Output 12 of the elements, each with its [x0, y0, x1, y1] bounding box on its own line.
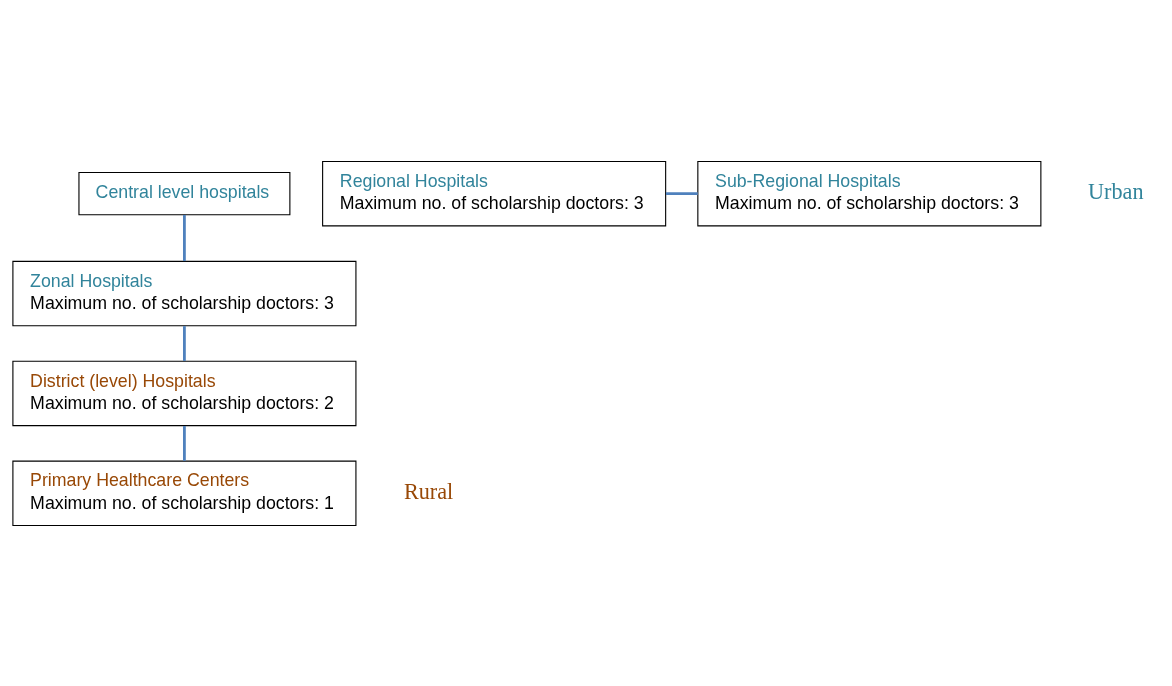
- label: Urban: [1088, 178, 1144, 204]
- node-box: Sub-Regional Hospitals Maximum no. of scholarship doctors: 3: [697, 160, 1042, 226]
- connector: [666, 191, 698, 195]
- connector: [183, 425, 186, 461]
- label: Rural: [403, 478, 454, 504]
- node-box: Regional Hospitals Maximum no. of scholarship doctors: 3: [322, 160, 667, 226]
- node-box: District (level) Hospitals Maximum no. of scholarship doctors: 2: [12, 360, 357, 426]
- node-box: Primary Healthcare Centers Maximum no. of scholarship doctors: 1: [12, 460, 357, 526]
- node-box: Zonal Hospitals Maximum no. of scholarship doctors: 3: [12, 260, 357, 326]
- node-box: Central level hospitals: [78, 171, 291, 215]
- connector: [183, 325, 186, 361]
- connector: [183, 214, 186, 261]
